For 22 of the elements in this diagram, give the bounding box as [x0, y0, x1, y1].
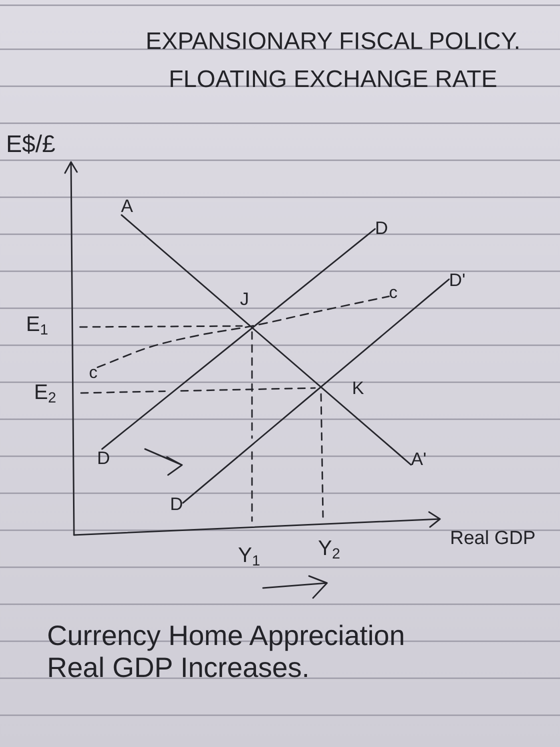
line [101, 228, 376, 450]
axis-label: E$/£ [6, 133, 56, 157]
point-label: J [240, 290, 249, 308]
curve-label: D [170, 495, 183, 513]
tick-label: Y$_{2}$ [318, 538, 340, 559]
caption: Currency Home Appreciation Real GDP Increases. [47, 620, 406, 684]
title: EXPANSIONARY FISCAL POLICY. FLOATING EXCHANGE RATE [144, 27, 522, 95]
curve-label: D' [449, 271, 466, 289]
axis-label: Real GDP [450, 529, 536, 548]
point-label: K [352, 379, 364, 397]
tick-label: E$_{2}$ [34, 382, 56, 403]
curve-label: D [97, 449, 110, 467]
curve-label: c [389, 284, 398, 301]
tick-label: E$_{1}$ [26, 314, 48, 335]
line [120, 214, 412, 466]
curve-label: A [121, 197, 134, 215]
curve-label: D [375, 219, 388, 237]
line [182, 278, 450, 504]
dashed-line [96, 296, 390, 368]
curve-label: c [89, 364, 98, 381]
tick-label: Y$_{1}$ [238, 545, 260, 566]
curve-label: A' [411, 450, 426, 468]
